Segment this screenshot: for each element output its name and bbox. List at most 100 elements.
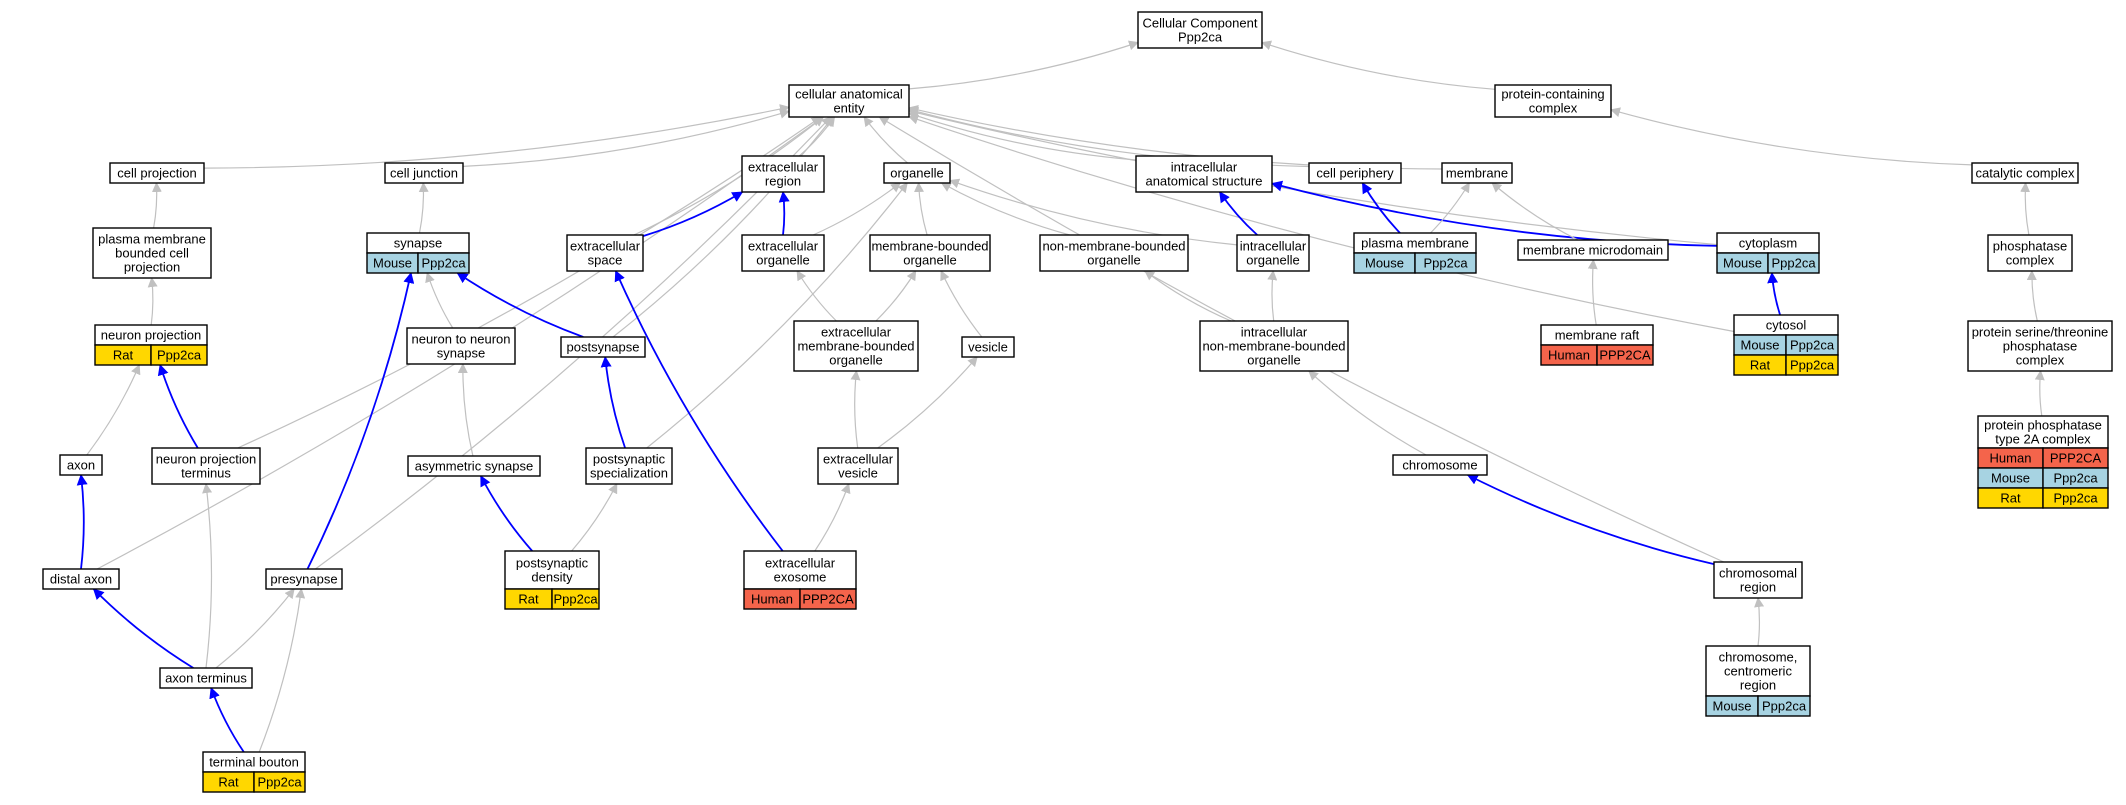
- node-label: neuron to neuron: [411, 332, 510, 347]
- edge-distaxon-to-axon: [76, 474, 88, 570]
- edge-psd-to-asymsyn: [480, 475, 533, 552]
- node-cellper[interactable]: cell periphery: [1308, 162, 1402, 184]
- node-distaxon[interactable]: distal axon: [42, 568, 120, 590]
- edge-memraft-to-memmicro: [1587, 259, 1598, 326]
- edge-memmicro-to-membrane: [1491, 182, 1579, 241]
- node-cellproj[interactable]: cell projection: [109, 162, 205, 184]
- node-label: postsynaptic: [593, 452, 666, 467]
- gene-cell: [150, 344, 208, 366]
- edge-axonterm-to-presyn: [215, 588, 295, 669]
- gene-label: Ppp2ca: [1771, 256, 1816, 271]
- node-box: [585, 447, 673, 485]
- node-label: vesicle: [968, 340, 1008, 355]
- node-celljunc[interactable]: cell junction: [384, 162, 464, 184]
- node-box: [92, 227, 212, 279]
- node-organelle[interactable]: organelle: [883, 162, 951, 184]
- gene-cell: [1596, 344, 1654, 366]
- node-inmbo[interactable]: intracellularnon-membrane-boundedorganel…: [1199, 320, 1349, 372]
- node-label: chromosome: [1402, 458, 1477, 473]
- gene-cell: [551, 588, 600, 610]
- node-box: [1135, 155, 1273, 193]
- node-label: organelle: [890, 166, 944, 181]
- edge-pp2a-to-pstpc: [2034, 370, 2045, 417]
- edge-phoscomp-to-catcomp: [2020, 182, 2031, 236]
- node-label: neuron projection: [156, 452, 256, 467]
- node-box: [1392, 454, 1488, 476]
- node-presyn[interactable]: presynapse: [265, 568, 343, 590]
- node-asymsyn[interactable]: asymmetric synapse: [407, 455, 541, 477]
- node-label: membrane: [1446, 166, 1508, 181]
- node-label: Cellular Component: [1143, 16, 1258, 31]
- species-label: Rat: [1750, 358, 1771, 373]
- node-label: terminus: [181, 466, 231, 481]
- edge-mbo-to-organelle: [913, 182, 928, 236]
- node-label: postsynapse: [567, 340, 640, 355]
- node-label: extracellular: [823, 452, 894, 467]
- node-box: [1971, 162, 2079, 184]
- species-label: Rat: [113, 348, 134, 363]
- node-box: [1236, 234, 1310, 272]
- node-chromosome[interactable]: chromosome: [1392, 454, 1488, 476]
- edge-extorg-to-extreg: [778, 191, 790, 236]
- node-label: complex: [2006, 253, 2055, 268]
- node-memmicro[interactable]: membrane microdomain: [1517, 239, 1669, 261]
- node-axon[interactable]: axon: [59, 454, 103, 476]
- node-vesicle[interactable]: vesicle: [961, 336, 1015, 358]
- node-label: bounded cell: [115, 246, 189, 261]
- species-label: Mouse: [1712, 699, 1751, 714]
- edge-pss-to-postsyn: [600, 356, 626, 449]
- node-membrane[interactable]: membrane: [1441, 162, 1513, 184]
- node-box: [59, 454, 103, 476]
- node-label: extracellular: [570, 239, 641, 254]
- node-box: [1977, 415, 2109, 449]
- node-label: cell junction: [390, 166, 458, 181]
- node-pstpc[interactable]: protein serine/threoninephosphatasecompl…: [1967, 320, 2113, 372]
- species-label: Rat: [2000, 491, 2021, 506]
- node-axonterm[interactable]: axon terminus: [159, 667, 253, 689]
- node-postsyn[interactable]: postsynapse: [560, 336, 646, 358]
- node-box: [741, 155, 825, 193]
- node-label: exosome: [774, 570, 827, 585]
- node-catcomp[interactable]: catalytic complex: [1971, 162, 2079, 184]
- edge-cytoplasm-to-ias: [1271, 180, 1718, 247]
- gene-cell: [1767, 252, 1820, 274]
- edge-cytosol-to-cytoplasm: [1767, 272, 1781, 316]
- node-label: vesicle: [838, 466, 878, 481]
- gene-cell: [1757, 695, 1811, 717]
- node-label: organelle: [1247, 353, 1301, 368]
- edge-pstpc-to-phoscomp: [2026, 270, 2038, 322]
- gene-label: Ppp2ca: [257, 775, 302, 790]
- edge-embo-to-mbo: [875, 270, 917, 322]
- species-label: Mouse: [1365, 256, 1404, 271]
